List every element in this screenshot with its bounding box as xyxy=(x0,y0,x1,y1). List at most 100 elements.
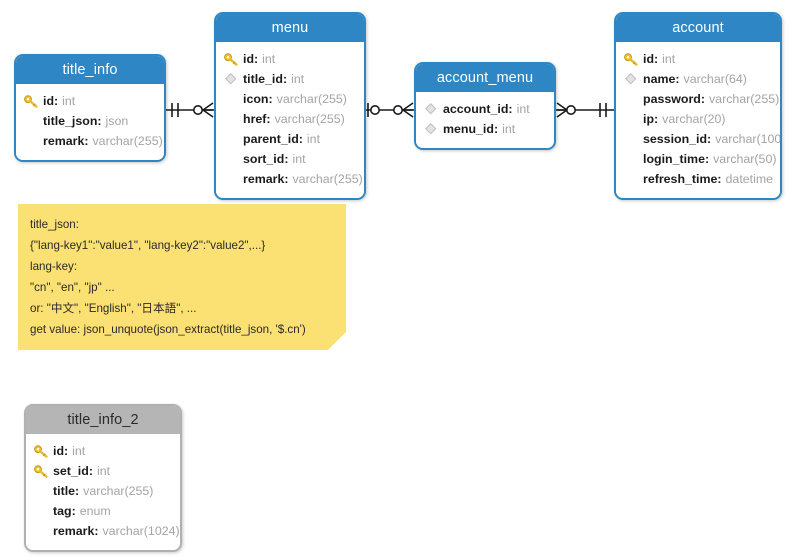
field-row[interactable]: session_id: varchar(100) xyxy=(616,129,780,149)
field-colon: : xyxy=(266,112,271,126)
field-row[interactable]: refresh_time: datetime xyxy=(616,169,780,189)
entity-title_info[interactable]: title_info id: int title_json: json rema… xyxy=(14,54,166,162)
field-colon: : xyxy=(75,484,80,498)
field-row[interactable]: title_id: int xyxy=(216,69,364,89)
entity-title_info-fields: id: int title_json: json remark: varchar… xyxy=(16,84,164,160)
no-key-icon xyxy=(623,152,640,166)
field-row[interactable]: tag: enum xyxy=(26,501,180,521)
field-name: account_id xyxy=(443,102,509,116)
field-colon: : xyxy=(493,122,499,136)
title_json-note[interactable]: title_json: {"lang-key1":"value1", "lang… xyxy=(18,204,346,350)
field-colon: : xyxy=(268,92,273,106)
primary-key-icon xyxy=(33,444,50,458)
field-name: id xyxy=(643,52,655,66)
note-line: get value: json_unquote(json_extract(tit… xyxy=(30,323,306,336)
field-row[interactable]: icon: varchar(255) xyxy=(216,89,364,109)
field-row[interactable]: sort_id: int xyxy=(216,149,364,169)
entity-account_menu-header: account_menu xyxy=(416,64,554,92)
field-type: varchar(255) xyxy=(274,112,345,126)
no-key-icon xyxy=(223,92,240,106)
foreign-key-icon xyxy=(623,72,640,86)
entity-account_menu-fields: account_id: int menu_id: int xyxy=(416,92,554,148)
field-row[interactable]: parent_id: int xyxy=(216,129,364,149)
field-type: varchar(64) xyxy=(683,72,747,86)
no-key-icon xyxy=(623,92,640,106)
note-line: title_json: xyxy=(30,218,79,231)
field-colon: : xyxy=(675,72,680,86)
field-row[interactable]: password: varchar(255) xyxy=(616,89,780,109)
no-key-icon xyxy=(623,112,640,126)
field-row[interactable]: ip: varchar(20) xyxy=(616,109,780,129)
field-type: varchar(1024) xyxy=(102,524,180,538)
field-name: remark xyxy=(53,524,95,538)
no-key-icon xyxy=(33,504,50,518)
field-row[interactable]: account_id: int xyxy=(416,99,554,119)
entity-menu[interactable]: menu id: int title_id: int xyxy=(214,12,366,200)
field-row[interactable]: name: varchar(64) xyxy=(616,69,780,89)
no-key-icon xyxy=(623,172,640,186)
entity-title_info_2[interactable]: title_info_2 id: int xyxy=(24,404,182,552)
no-key-icon xyxy=(223,172,240,186)
field-type: varchar(255) xyxy=(92,134,163,148)
field-colon: : xyxy=(704,152,710,166)
field-row[interactable]: remark: varchar(1024) xyxy=(26,521,180,541)
field-name: parent_id xyxy=(243,132,299,146)
field-colon: : xyxy=(254,52,259,66)
field-colon: : xyxy=(707,132,712,146)
field-colon: : xyxy=(508,102,513,116)
field-type: int xyxy=(662,52,676,66)
field-name: menu_id xyxy=(443,122,494,136)
field-name: id xyxy=(243,52,255,66)
field-row[interactable]: remark: varchar(255) xyxy=(16,131,164,151)
field-name: remark xyxy=(243,172,285,186)
field-row[interactable]: title_json: json xyxy=(16,111,164,131)
field-colon: : xyxy=(298,132,303,146)
field-colon: : xyxy=(88,464,93,478)
no-key-icon xyxy=(623,132,640,146)
entity-account-fields: id: int name: varchar(64) password: varc… xyxy=(616,42,780,198)
field-row[interactable]: id: int xyxy=(26,441,180,461)
field-type: varchar(255) xyxy=(708,92,780,106)
field-colon: : xyxy=(94,524,99,538)
field-row[interactable]: menu_id: int xyxy=(416,119,554,139)
field-type: enum xyxy=(79,504,111,518)
field-colon: : xyxy=(84,134,89,148)
field-row[interactable]: id: int xyxy=(616,49,780,69)
entity-title_info-header: title_info xyxy=(16,56,164,84)
field-name: name xyxy=(643,72,676,86)
field-name: title_id xyxy=(243,72,283,86)
field-row[interactable]: login_time: varchar(50) xyxy=(616,149,780,169)
primary-key-icon xyxy=(23,94,40,108)
field-row[interactable]: id: int xyxy=(216,49,364,69)
no-key-icon xyxy=(223,152,240,166)
field-row[interactable]: id: int xyxy=(16,91,164,111)
primary-key-icon xyxy=(223,52,240,66)
field-colon: : xyxy=(654,52,659,66)
field-colon: : xyxy=(654,112,659,126)
field-colon: : xyxy=(64,444,69,458)
relationship-account_menu-account xyxy=(556,102,614,118)
note-fold-corner xyxy=(328,332,346,350)
field-name: set_id xyxy=(53,464,89,478)
field-name: tag xyxy=(53,504,72,518)
field-type: int xyxy=(262,52,276,66)
field-colon: : xyxy=(97,114,102,128)
field-type: int xyxy=(72,444,86,458)
relationship-menu-account_menu xyxy=(366,102,414,118)
entity-account[interactable]: account id: int name: varchar(64) xyxy=(614,12,782,200)
entity-account_menu[interactable]: account_menu account_id: int menu_id: in… xyxy=(414,62,556,150)
primary-key-icon xyxy=(623,52,640,66)
field-colon: : xyxy=(717,172,722,186)
field-row[interactable]: set_id: int xyxy=(26,461,180,481)
primary-key-icon xyxy=(33,464,50,478)
field-row[interactable]: href: varchar(255) xyxy=(216,109,364,129)
field-name: password xyxy=(643,92,701,106)
field-row[interactable]: remark: varchar(255) xyxy=(216,169,364,189)
field-name: icon xyxy=(243,92,269,106)
field-type: int xyxy=(291,72,305,86)
field-type: varchar(255) xyxy=(83,484,154,498)
field-type: int xyxy=(292,152,306,166)
field-row[interactable]: title: varchar(255) xyxy=(26,481,180,501)
field-type: int xyxy=(502,122,516,136)
